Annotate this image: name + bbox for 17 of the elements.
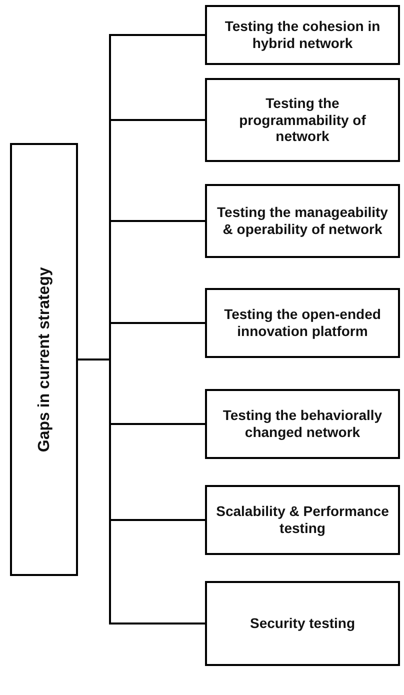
item-label: Testing the programmability of network: [238, 94, 367, 146]
item-label: Security testing: [248, 615, 356, 632]
item-box: [205, 288, 400, 358]
item-label: Testing the open-ended innovation platform: [223, 306, 382, 340]
item-box: [205, 5, 400, 65]
item-label: Scalability & Performance testing: [215, 503, 390, 537]
item-box: [205, 485, 400, 555]
item-box: [205, 78, 400, 162]
item-label: Testing the cohesion in hybrid network: [224, 18, 382, 52]
category-box: [10, 143, 78, 576]
item-label: Testing the manageability & operability of network: [216, 204, 389, 238]
item-label: Testing the behaviorally changed network: [222, 407, 384, 441]
item-box: [205, 184, 400, 258]
item-box: [205, 581, 400, 666]
category-label: Gaps in current strategy: [34, 266, 54, 454]
connector-line: [78, 358, 205, 624]
item-box: [205, 389, 400, 459]
